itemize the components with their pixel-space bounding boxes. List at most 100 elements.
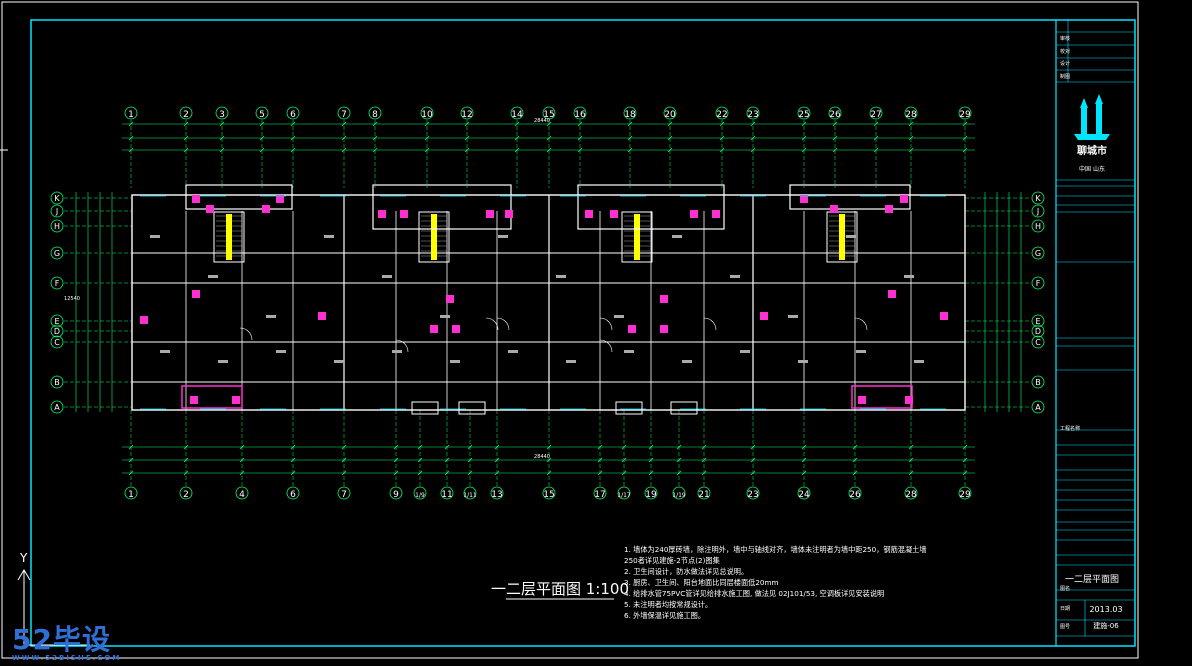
room-label-mark	[856, 350, 866, 353]
room-label-mark	[798, 360, 808, 363]
axis-label-bottom: 11	[441, 490, 452, 500]
axis-label-left: A	[54, 403, 60, 412]
axis-label-bottom: 23	[747, 490, 758, 500]
axis-label-top: 8	[372, 110, 378, 120]
room-label-mark	[334, 360, 344, 363]
window-mark	[192, 290, 200, 298]
dim-tick	[464, 147, 470, 153]
axis-label-right: J	[1036, 207, 1039, 216]
window-mark	[430, 325, 438, 333]
axis-bubble	[124, 486, 138, 500]
dim-tick	[546, 135, 552, 141]
note-line: 3. 厨房、卫生间、阳台地面比同层楼面低20mm	[624, 578, 778, 587]
axis-bubble	[50, 204, 64, 218]
dim-tick	[494, 457, 500, 463]
dim-tick	[908, 457, 914, 463]
axis-label-top: 16	[574, 110, 586, 120]
axis-bubble	[828, 106, 842, 120]
dim-total-top: 28440	[534, 118, 550, 124]
dim-tick	[341, 121, 347, 127]
stair-core	[826, 211, 858, 263]
axis-bubble	[215, 106, 229, 120]
dim-tick	[627, 147, 633, 153]
room-label-mark	[624, 350, 634, 353]
dim-tick	[908, 444, 914, 450]
axis-label-top: 1	[128, 110, 134, 120]
axis-label-left: D	[54, 327, 60, 336]
room-label-mark	[324, 235, 334, 238]
dim-tick	[719, 135, 725, 141]
stair-handrail	[431, 214, 437, 260]
window-mark	[610, 210, 618, 218]
dim-tick	[372, 135, 378, 141]
window-mark	[660, 295, 668, 303]
dim-tick	[183, 135, 189, 141]
axis-label-left: K	[54, 194, 60, 203]
dim-tick	[750, 121, 756, 127]
axis-label-right: G	[1035, 249, 1041, 258]
title-block-sheet-name: 一二层平面图	[1065, 574, 1119, 585]
dim-tick	[341, 457, 347, 463]
axis-bubble	[958, 106, 972, 120]
dim-tick	[128, 147, 134, 153]
room-label-mark	[450, 360, 460, 363]
axis-label-left: H	[54, 222, 60, 231]
axis-label-top: 26	[829, 110, 841, 120]
dim-tick	[259, 147, 265, 153]
watermark: 52毕设 WWW.52BISHE.COM	[12, 618, 121, 662]
dim-tick	[832, 121, 838, 127]
axis-bubble	[460, 106, 474, 120]
axis-bubble	[490, 486, 504, 500]
axis-bubble	[235, 486, 249, 500]
dim-tick	[219, 121, 225, 127]
dim-tick	[183, 147, 189, 153]
dim-tick	[290, 147, 296, 153]
axis-bubble	[1031, 276, 1045, 290]
note-line: 6. 外墙保温详见施工图。	[624, 611, 705, 620]
dim-tick	[514, 135, 520, 141]
room-label-mark	[730, 275, 740, 278]
dim-tick	[852, 444, 858, 450]
dim-tick	[667, 147, 673, 153]
entry-step	[670, 401, 698, 415]
dim-tick	[597, 470, 603, 476]
note-line: 4. 给排水管75PVC管详见给排水施工图, 做法见 02J101/53, 空调…	[624, 589, 884, 598]
axis-label-top: 22	[716, 110, 727, 120]
door-swing	[599, 317, 613, 331]
dim-tick	[546, 121, 552, 127]
room-label-mark	[904, 275, 914, 278]
dim-tick	[464, 121, 470, 127]
axis-label-top: 18	[624, 110, 636, 120]
dim-tick	[372, 147, 378, 153]
axis-bubble	[337, 486, 351, 500]
axis-bubble	[542, 486, 556, 500]
axis-bubble	[797, 106, 811, 120]
axis-label-bottom: 26	[849, 490, 861, 500]
window-mark	[190, 396, 198, 404]
title-block-date: 2013.03	[1089, 605, 1122, 614]
dim-tick	[852, 470, 858, 476]
dim-tick	[801, 470, 807, 476]
dim-tick	[393, 444, 399, 450]
axis-label-top: 23	[747, 110, 758, 120]
axis-label-right: K	[1035, 194, 1041, 203]
axis-label-right: B	[1035, 378, 1041, 387]
axis-label-top: 5	[259, 110, 265, 120]
title-block-row-label: 制图	[1060, 73, 1070, 80]
room-label-mark	[160, 350, 170, 353]
dim-tick	[801, 147, 807, 153]
axis-bubble	[440, 486, 454, 500]
axis-label-bottom: 1/19	[672, 492, 686, 499]
axis-label-right: H	[1035, 222, 1041, 231]
dim-tick	[597, 457, 603, 463]
stair-handrail	[226, 214, 232, 260]
axis-label-top: 28	[905, 110, 917, 120]
stair-core	[621, 211, 653, 263]
dim-tick	[183, 121, 189, 127]
room-label-mark	[556, 275, 566, 278]
bay-outline	[577, 184, 725, 230]
title-block-row-label: 图号	[1060, 624, 1070, 630]
dim-tick	[832, 135, 838, 141]
